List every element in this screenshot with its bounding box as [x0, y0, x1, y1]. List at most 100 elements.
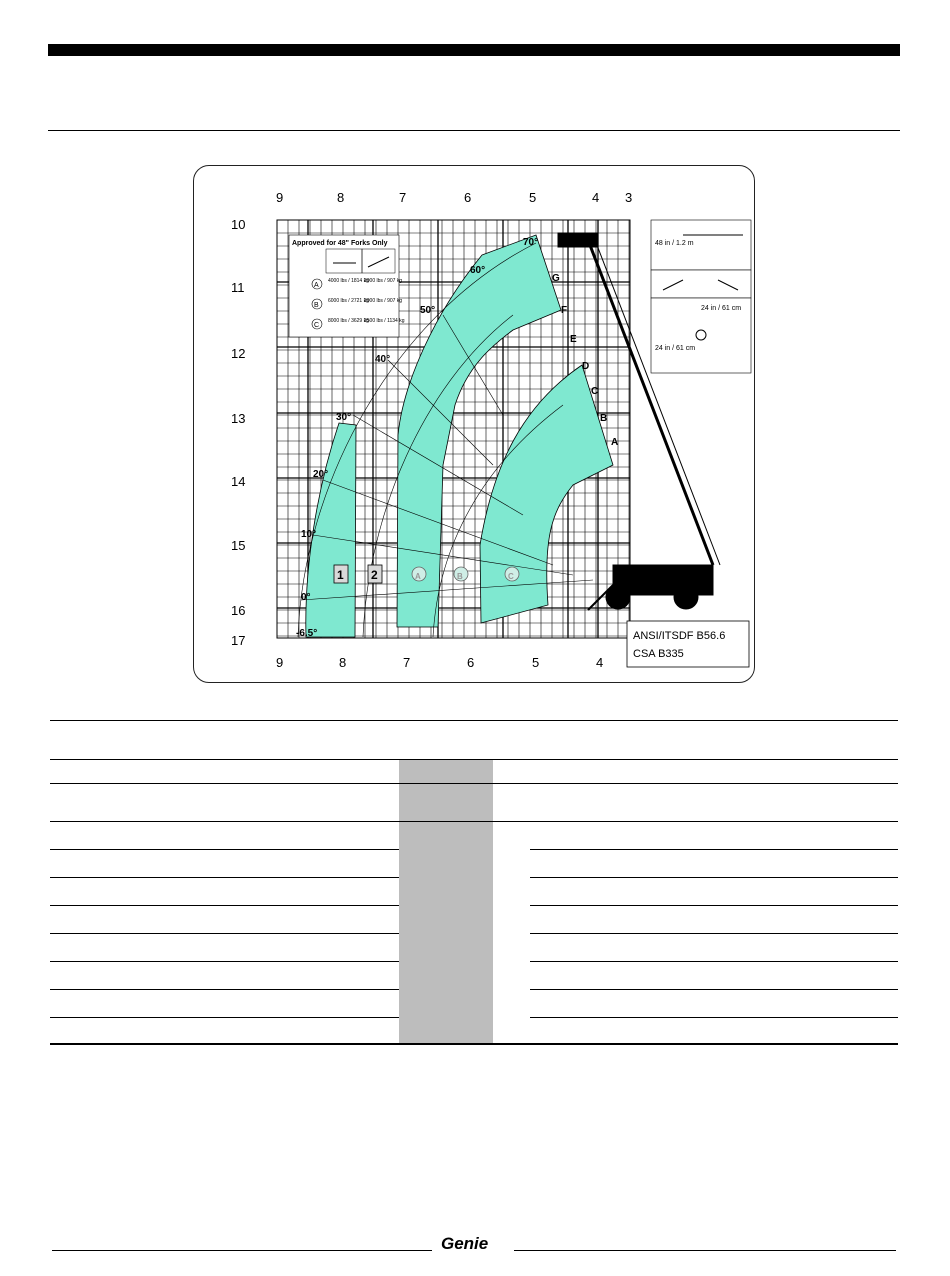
bottom-axis-label: 7 [403, 655, 410, 670]
footer-rule-left [52, 1250, 432, 1251]
legend-marker-c: C [314, 322, 319, 329]
fork-angle-left-icon [662, 279, 684, 291]
zone-label: C [508, 572, 514, 581]
left-axis-label: 14 [231, 474, 245, 489]
zone-marker-box [333, 564, 349, 584]
angle-label: 0° [301, 592, 311, 603]
load-center-box [650, 297, 752, 374]
table-row-rule-left-6 [50, 933, 399, 934]
zone-label: 1 [337, 568, 344, 582]
footer-rule-right [514, 1250, 896, 1251]
genie-logo-text: Genie [441, 1234, 488, 1253]
load-zone-1 [305, 422, 357, 638]
fork-angle-right-icon [717, 279, 739, 291]
zone-labels: 1 2 A B C [333, 564, 520, 584]
table-row-rule-left-8 [50, 989, 399, 990]
ray-40 [387, 359, 494, 466]
zone-marker-circle [411, 566, 427, 582]
angle-label: 60° [470, 265, 485, 276]
table-row-rule-right-9 [530, 1017, 898, 1018]
zone-label: B [457, 572, 463, 581]
fork-angle-box [650, 269, 752, 299]
ray-0 [300, 579, 594, 601]
approval-legend: Approved for 48" Forks Only A 4000 lbs /… [288, 234, 405, 338]
legend-marker-a: A [314, 282, 319, 289]
side-panel: 48 in / 1.2 m 24 in / 61 cm 24 in / 61 c… [650, 219, 752, 374]
table-row-rule-left-3 [50, 849, 399, 850]
table-row-rule-1 [50, 783, 898, 784]
zone-label: A [415, 572, 421, 581]
zone-marker-circle [504, 566, 520, 582]
load-zones [305, 234, 614, 638]
front-wheel [605, 584, 631, 610]
left-axis-label: 13 [231, 411, 245, 426]
angle-label: -6.5° [296, 628, 317, 639]
left-axis-label: 16 [231, 603, 245, 618]
left-axis-label: 15 [231, 538, 245, 553]
legend-c-value2: 2500 lbs / 1134 kg [364, 318, 405, 324]
angle-labels: 70°60°50°40°30°20°10°0°-6.5° [296, 237, 538, 639]
fork-length-label: 48 in / 1.2 m [655, 240, 694, 247]
table-row-rule-right-3 [530, 849, 898, 850]
top-axis-label: 9 [276, 190, 283, 205]
table-row-rule-right-5 [530, 905, 898, 906]
zone-marker-box [367, 564, 383, 584]
standard-ansi: ANSI/ITSDF B56.6 [633, 630, 725, 642]
angle-label: 70° [523, 237, 538, 248]
load-center-horizontal-label: 24 in / 61 cm [701, 305, 741, 312]
load-zone-3 [479, 364, 614, 624]
mid-arc [362, 314, 514, 638]
bottom-axis-label: 9 [276, 655, 283, 670]
telehandler-illustration [557, 232, 721, 611]
angle-label: 10° [301, 529, 316, 540]
table-bottom-rule [50, 1043, 898, 1045]
top-axis-label: 8 [337, 190, 344, 205]
top-axis-label: 7 [399, 190, 406, 205]
legend-b-value2: 2000 lbs / 907 kg [364, 298, 402, 304]
boom-edge [594, 239, 721, 566]
load-center-vertical-label: 24 in / 61 cm [655, 345, 695, 352]
angle-label: 50° [420, 305, 435, 316]
extension-label: B [600, 413, 607, 424]
header-bar [48, 44, 900, 56]
extension-label: C [591, 386, 598, 397]
load-chart: Approved for 48" Forks Only A 4000 lbs /… [231, 190, 752, 670]
left-axis-label: 17 [231, 633, 245, 648]
boom [586, 239, 715, 566]
extension-label: G [552, 273, 560, 284]
angle-guides [297, 242, 594, 638]
legend-marker-b-circle [311, 298, 323, 310]
legend-c-value1: 8000 lbs / 3629 kg [328, 318, 369, 324]
angle-fork-icon-cell [361, 248, 396, 274]
bottom-axis-label: 8 [339, 655, 346, 670]
angle-fork-icon [367, 256, 390, 268]
table-row-rule-left-9 [50, 1017, 399, 1018]
table-row-rule-2 [50, 821, 898, 822]
extension-label: A [611, 437, 618, 448]
ray-10 [312, 534, 574, 576]
standard-csa: CSA B335 [633, 648, 684, 660]
angle-label: 30° [336, 412, 351, 423]
fork-carriage [557, 232, 599, 248]
stabilizer [587, 584, 614, 611]
legend-marker-b: B [314, 302, 319, 309]
load-chart-frame [193, 165, 755, 683]
zone-marker-circle [453, 566, 469, 582]
standards-box: ANSI/ITSDF B56.6 CSA B335 [626, 620, 750, 668]
table-row-rule-right-6 [530, 933, 898, 934]
top-axis-label: 6 [464, 190, 471, 205]
standards-frame [626, 620, 750, 668]
inner-arc [432, 404, 564, 638]
legend-a-value1: 4000 lbs / 1814 kg [328, 278, 369, 284]
top-axis-label: 5 [529, 190, 536, 205]
table-row-rule-left-4 [50, 877, 399, 878]
rear-wheel [673, 584, 699, 610]
legend-title: Approved for 48" Forks Only [292, 240, 388, 247]
angle-label: 40° [375, 354, 390, 365]
legend-box [288, 234, 400, 338]
zone-label: 2 [371, 568, 378, 582]
ray-30 [352, 414, 524, 516]
